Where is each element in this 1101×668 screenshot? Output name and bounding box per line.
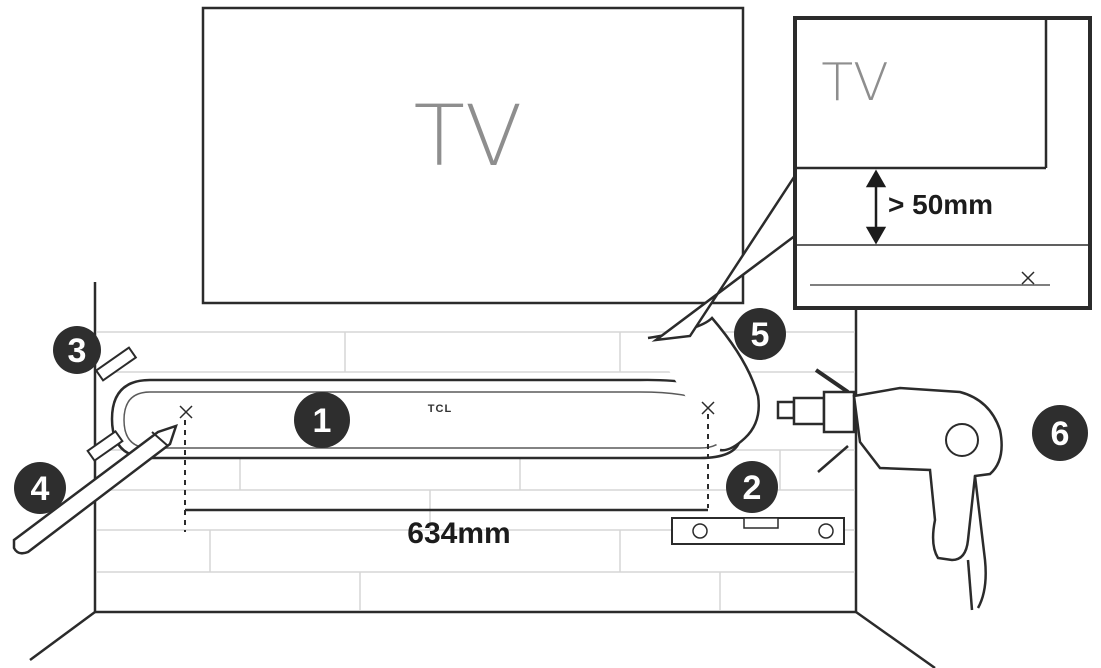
- step-number-1: 1: [313, 402, 332, 440]
- inset-tv-label: TV: [821, 53, 888, 113]
- adhesive-tape: [86, 346, 138, 463]
- inset-detail: TV > 50mm: [651, 16, 1092, 342]
- width-dimension-label: 634mm: [407, 517, 510, 550]
- spirit-level: [671, 517, 845, 545]
- step-badge-6: 6: [1032, 405, 1088, 461]
- step-badge-2: 2: [726, 461, 778, 513]
- mounting-arrow: [647, 316, 760, 452]
- soundbar: TCL: [110, 378, 745, 460]
- gap-dimension-label: > 50mm: [888, 189, 993, 220]
- step-number-6: 6: [1051, 415, 1070, 453]
- step-badge-1: 1: [294, 392, 350, 448]
- pencil-icon: [12, 424, 178, 555]
- gap-arrow: [865, 169, 887, 245]
- step-number-4: 4: [31, 470, 50, 508]
- drill-icon: [776, 368, 1003, 611]
- tv-screen: TV: [201, 6, 745, 305]
- step-number-3: 3: [68, 332, 87, 370]
- step-badge-5: 5: [734, 308, 786, 360]
- wall-outline: [29, 282, 936, 668]
- step-badge-4: 4: [14, 462, 66, 514]
- step-number-5: 5: [751, 316, 770, 354]
- drill-marks: [179, 401, 715, 419]
- step-badge-3: 3: [53, 326, 101, 374]
- step-number-2: 2: [743, 469, 762, 507]
- width-dimension: 634mm: [184, 414, 709, 550]
- soundbar-brand-logo: TCL: [428, 403, 452, 415]
- tv-label: TV: [414, 87, 523, 185]
